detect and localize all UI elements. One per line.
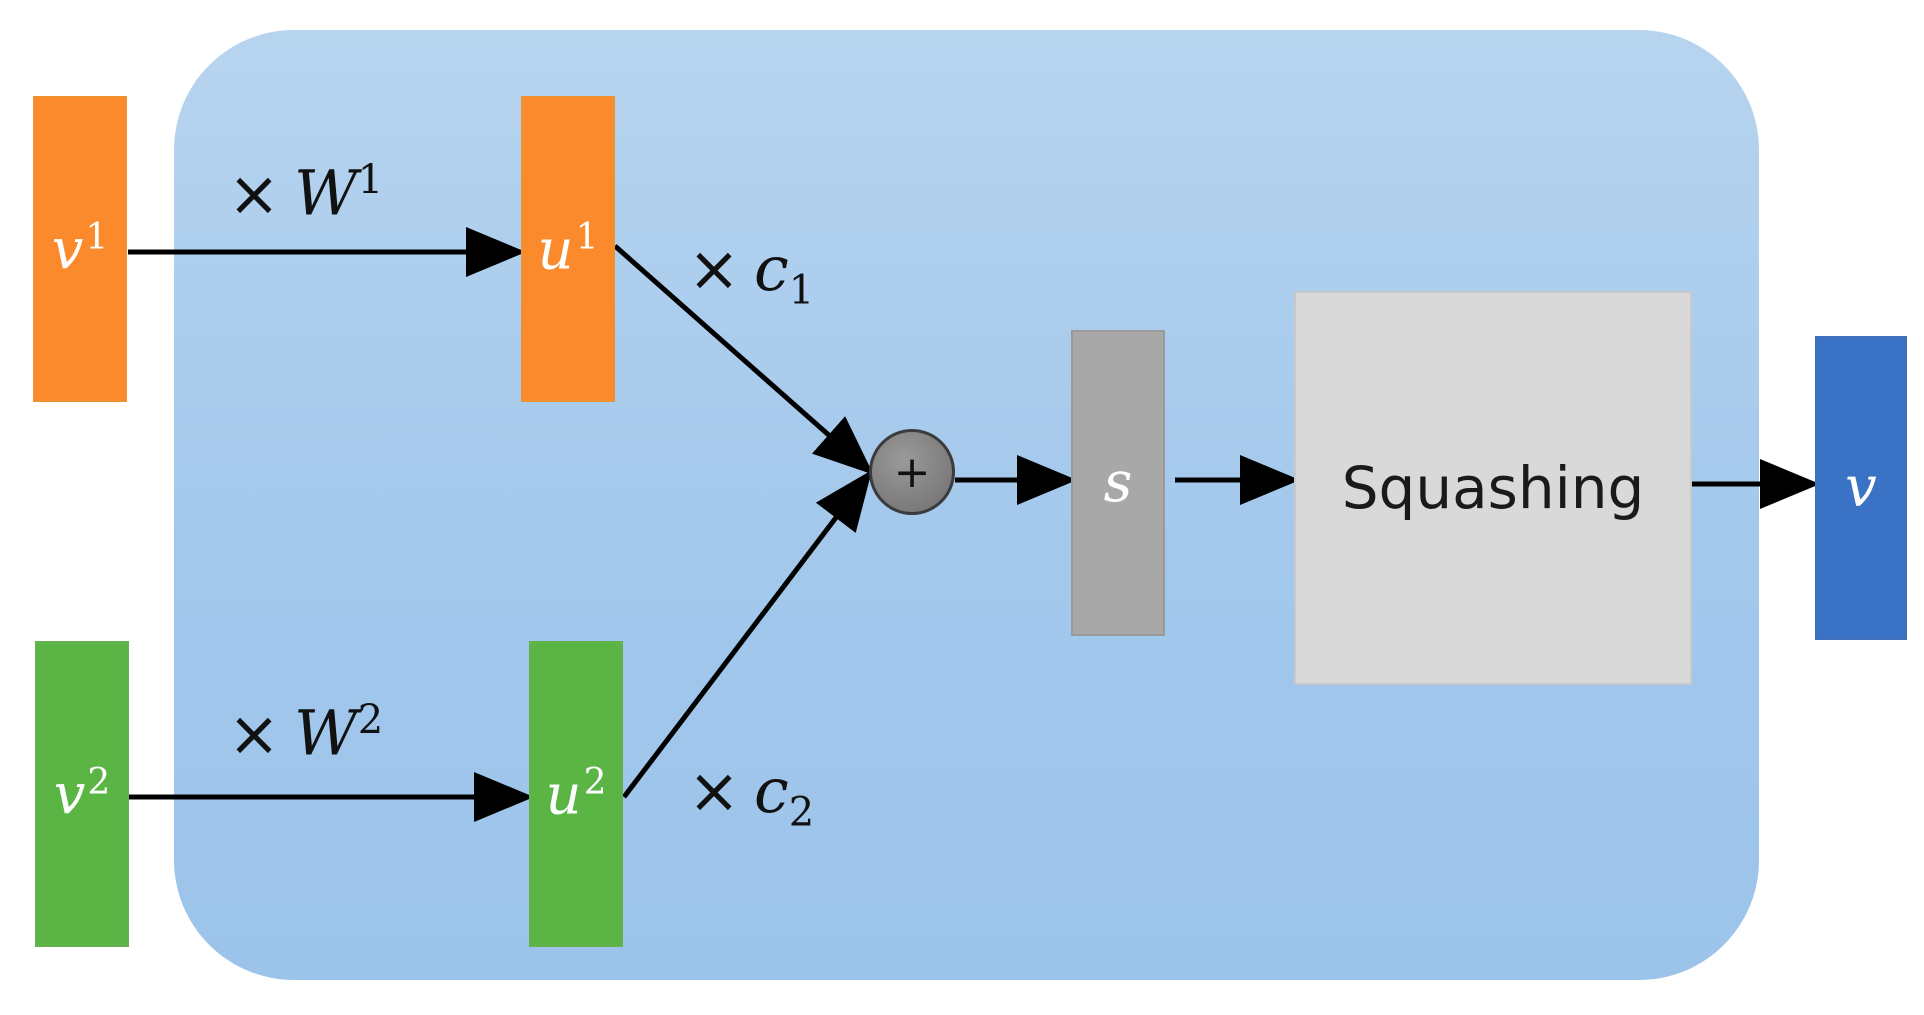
- squashing-label: Squashing: [1341, 454, 1645, 522]
- output-vector-v-label: v: [1845, 455, 1877, 520]
- sum-node: +: [869, 429, 955, 515]
- weighted-sum-vector-s-label: s: [1103, 450, 1133, 515]
- coupling-label-c2: ×c2: [688, 754, 815, 836]
- input-vector-v1: v1: [33, 96, 127, 402]
- coupling-label-c1: ×c1: [688, 232, 815, 314]
- input-vector-v2: v2: [35, 641, 129, 947]
- output-vector-v: v: [1815, 336, 1907, 640]
- plus-icon: +: [893, 446, 931, 498]
- input-vector-v2-label: v2: [53, 761, 111, 828]
- squashing-block: Squashing: [1294, 291, 1692, 685]
- weight-label-w2: ×W2: [228, 696, 384, 770]
- weight-label-w1: ×W1: [228, 156, 384, 230]
- arrow-u1-to-adder: [613, 244, 874, 475]
- weighted-sum-vector-s: s: [1071, 330, 1165, 636]
- input-vector-v1-label: v1: [51, 216, 109, 283]
- prediction-vector-u2: u2: [529, 641, 623, 947]
- prediction-vector-u1: u1: [521, 96, 615, 402]
- prediction-vector-u1-label: u1: [537, 216, 599, 283]
- prediction-vector-u2-label: u2: [545, 761, 607, 828]
- arrow-u2-to-adder: [622, 470, 873, 799]
